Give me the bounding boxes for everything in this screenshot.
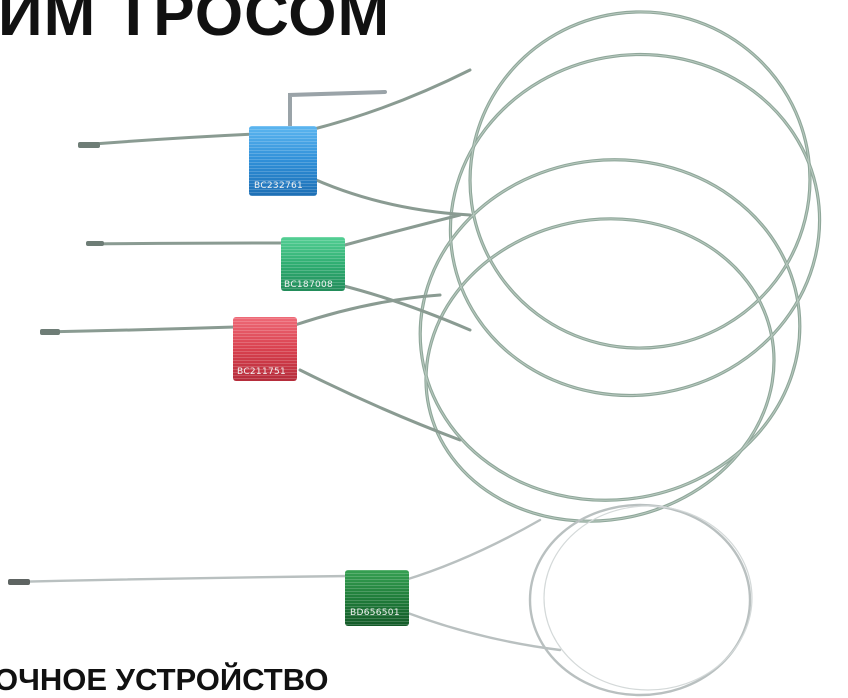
seal-code-blue: BC232761 [254, 181, 303, 191]
seal-pin [288, 90, 387, 132]
seal-code-dark-green: BD656501 [350, 608, 400, 618]
seal-code-mint: BC187008 [284, 280, 333, 290]
cable-loop-3 [418, 158, 802, 502]
seal-blue: BC232761 [249, 90, 387, 196]
headline-bottom: ОЧНОЕ УСТРОЙСТВО [0, 662, 329, 697]
seal-code-red: BC211751 [237, 367, 286, 377]
cable-tails [40, 68, 472, 442]
cable-ends [8, 142, 104, 585]
cable-loop-4 [424, 217, 776, 523]
small-cable-loop [8, 503, 753, 697]
seal-red: BC211751 [233, 317, 297, 381]
seal-dark-green: BD656501 [345, 570, 409, 626]
cable-loop-2 [448, 52, 822, 398]
large-cable-loops-highlight [419, 11, 821, 522]
headline-top: ИМ ТРОСОМ [0, 0, 391, 49]
seal-mint: BC187008 [281, 237, 345, 291]
